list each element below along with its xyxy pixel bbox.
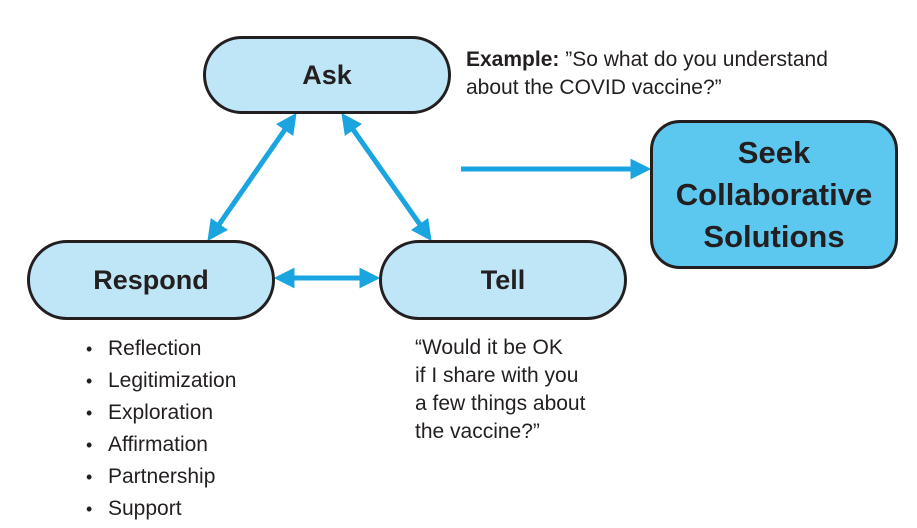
ask-label: Ask — [302, 59, 352, 90]
list-item: Exploration — [86, 397, 236, 429]
list-item: Legitimization — [86, 365, 236, 397]
ask-respond-arrow — [207, 112, 297, 242]
seek-node: Seek Collaborative Solutions — [650, 120, 898, 269]
ask-example: Example: ”So what do you understand abou… — [466, 46, 886, 102]
respond-techniques-list: Reflection Legitimization Exploration Af… — [86, 333, 236, 525]
respond-node: Respond — [27, 240, 275, 320]
example-text: ”So what do you understand about the COV… — [466, 48, 828, 99]
list-item: Reflection — [86, 333, 236, 365]
ask-tell-arrow — [341, 112, 432, 242]
list-item: Partnership — [86, 461, 236, 493]
seek-label-line-1: Seek — [737, 134, 811, 170]
seek-label-line-2: Collaborative — [675, 176, 873, 212]
ask-node: Ask — [203, 36, 451, 114]
seek-label-line-3: Solutions — [703, 218, 845, 254]
tell-node: Tell — [379, 240, 627, 320]
tell-example-quote: “Would it be OK if I share with you a fe… — [415, 336, 586, 443]
list-item: Affirmation — [86, 429, 236, 461]
tell-label: Tell — [480, 264, 526, 295]
example-label: Example: — [466, 48, 560, 71]
respond-label: Respond — [93, 264, 209, 295]
list-item: Support — [86, 493, 236, 525]
